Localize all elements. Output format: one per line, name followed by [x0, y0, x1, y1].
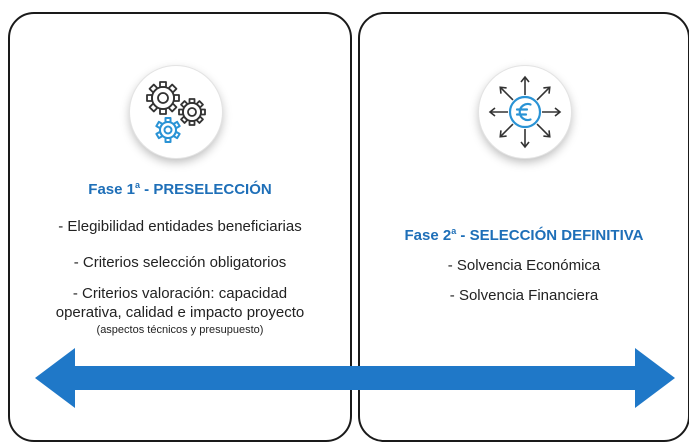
- double-arrow: [35, 348, 675, 408]
- phase-2-item-2: - Solvencia Financiera: [449, 287, 599, 304]
- phase-1-item-2: - Criterios selección obligatorios: [73, 254, 287, 271]
- gears-icon: [130, 66, 222, 158]
- phase-1-item-3-cont: operativa, calidad e impacto proyecto: [55, 304, 305, 321]
- phase-2-title: Fase 2a - SELECCIÓN DEFINITIVA: [404, 226, 644, 244]
- phase-1-item-1: - Elegibilidad entidades beneficiarias: [58, 218, 302, 235]
- phase-2-item-1: - Solvencia Económica: [447, 257, 601, 274]
- euro-arrows-icon: [479, 66, 571, 158]
- phase-1-title: Fase 1a - PRESELECCIÓN: [88, 180, 272, 198]
- phase-1-item-3: - Criterios valoración: capacidad: [72, 285, 288, 302]
- phase-1-note: (aspectos técnicos y presupuesto): [96, 324, 264, 336]
